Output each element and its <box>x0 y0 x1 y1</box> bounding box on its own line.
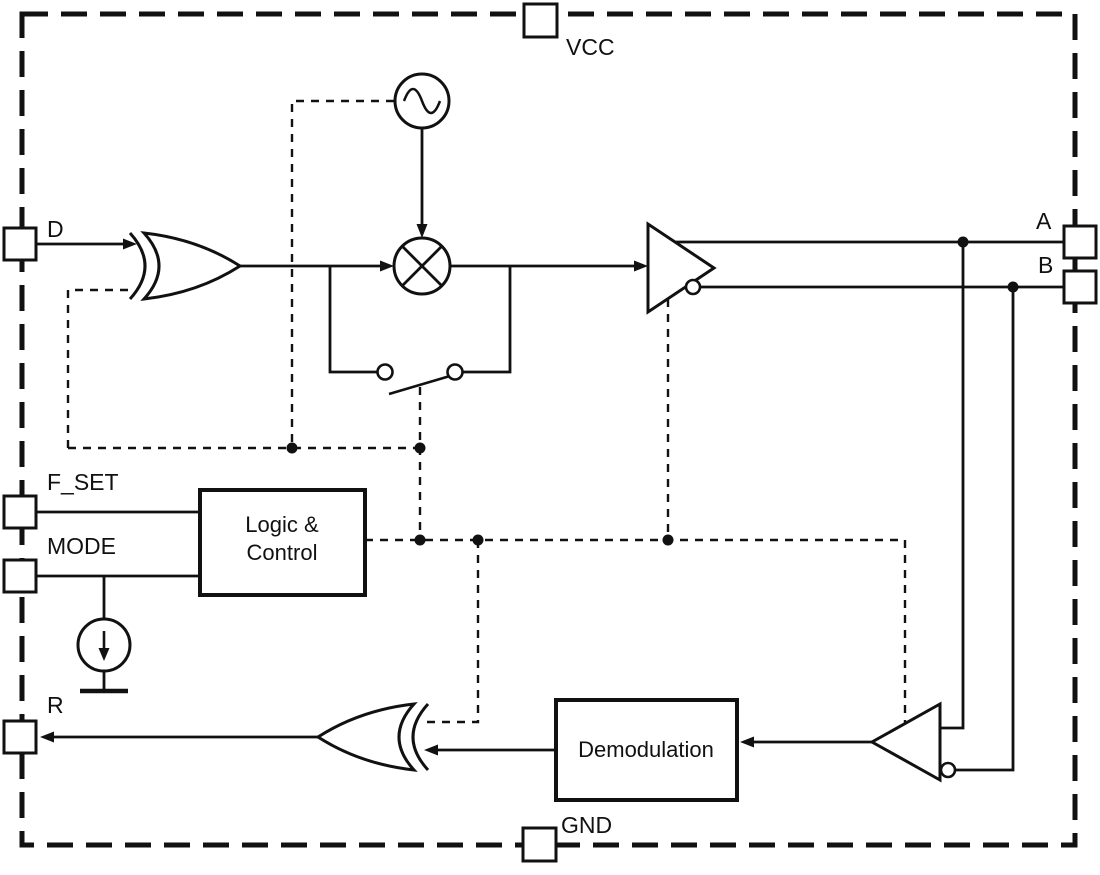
driver-triangle <box>646 221 717 315</box>
pin-label-fset: F_SET <box>47 469 119 495</box>
junction-dots <box>286 236 1019 546</box>
line-driver-buffer <box>646 221 717 315</box>
pin-b <box>1062 269 1098 305</box>
pin-a <box>1062 224 1098 260</box>
demodulation-block: Demodulation <box>554 698 739 802</box>
switch-lever <box>388 374 451 396</box>
logic-control-block: Logic & Control <box>198 488 367 597</box>
current-source-symbol <box>76 617 132 694</box>
ctrl-oscillator <box>290 99 394 448</box>
junction-dot <box>957 236 969 248</box>
modulation-switch <box>376 363 464 396</box>
mixer-symbol <box>392 236 452 296</box>
pin-labels: VCC GND D F_SET MODE R A B <box>47 34 1053 838</box>
arrow-osc-into-mixer <box>416 224 428 238</box>
logic-control-label-line1: Logic & <box>245 512 319 537</box>
junction-dot <box>662 534 674 546</box>
wire-b-to-receiver <box>955 287 1015 772</box>
pin-fset <box>2 494 38 530</box>
junction-dot <box>414 534 426 546</box>
pin-label-vcc: VCC <box>566 34 615 60</box>
switch-contact-right <box>446 363 464 381</box>
demodulation-box <box>554 698 739 802</box>
xor-input-arc <box>411 702 430 772</box>
pin-label-r: R <box>47 692 64 718</box>
switch-contact-left <box>376 363 394 381</box>
xor-gate-tx <box>128 231 243 301</box>
demodulation-label: Demodulation <box>578 737 714 762</box>
pin-label-a: A <box>1036 208 1052 234</box>
pin-label-mode: MODE <box>47 533 116 559</box>
xor-body <box>315 702 418 772</box>
wire-switch-left-branch <box>328 266 377 374</box>
arrowheads <box>40 224 754 756</box>
arrow-into-demod <box>740 736 754 748</box>
ctrl-rx-xor <box>423 540 480 724</box>
pin-d <box>2 226 38 262</box>
arrow-into-driver <box>634 260 648 272</box>
xor-gate-rx <box>315 702 430 772</box>
pin-vcc <box>522 2 559 39</box>
pin-gnd <box>521 826 558 863</box>
xor-input-arc <box>128 231 147 301</box>
junction-dot <box>1007 281 1019 293</box>
inversion-bubble <box>684 278 702 296</box>
junction-dot <box>472 534 484 546</box>
logic-control-label-line2: Control <box>247 540 318 565</box>
pin-r <box>2 719 38 755</box>
arrow-into-rx-xor <box>424 744 438 756</box>
pin-label-b: B <box>1038 252 1053 278</box>
wire-a-to-receiver <box>941 242 965 730</box>
arrow-into-mixer <box>380 260 394 272</box>
multiply-icon <box>402 246 442 286</box>
control-wires <box>66 99 907 724</box>
pin-label-gnd: GND <box>561 812 612 838</box>
receiver-buffer <box>868 701 957 783</box>
signal-wires <box>36 128 1064 772</box>
junction-dot <box>414 442 426 454</box>
receiver-triangle <box>868 701 942 783</box>
current-arrow-head <box>98 648 110 661</box>
logic-control-box <box>198 488 367 597</box>
inversion-bubble <box>939 761 957 779</box>
arrow-into-pin-r <box>40 731 54 743</box>
oscillator-symbol <box>393 72 451 130</box>
junction-dot <box>286 442 298 454</box>
pin-label-d: D <box>47 216 64 242</box>
sine-wave-icon <box>402 87 442 115</box>
xor-body <box>140 231 243 301</box>
wire-switch-right-branch <box>463 266 512 374</box>
pin-mode <box>2 558 38 594</box>
ctrl-xor-feedback <box>66 288 135 448</box>
ctrl-bus-main <box>365 538 907 723</box>
arrow-into-xor <box>123 238 137 250</box>
